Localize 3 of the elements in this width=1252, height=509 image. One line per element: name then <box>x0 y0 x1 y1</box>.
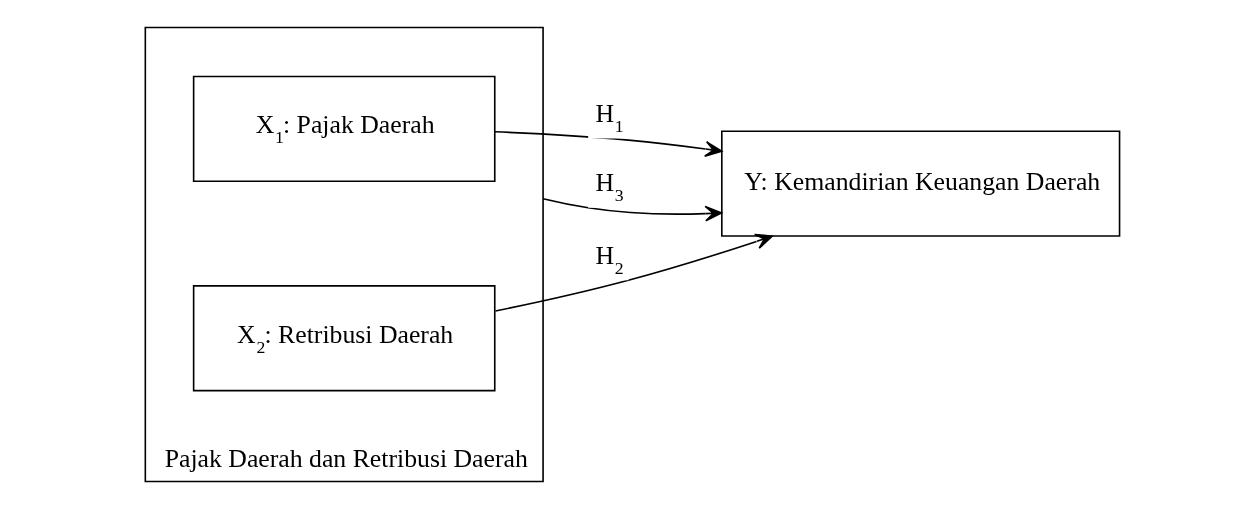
edge-label: H$_{1}$ <box>595 99 624 137</box>
edge-label: H$_{2}$ <box>595 240 624 278</box>
edge-label: H$_{3}$ <box>595 168 624 206</box>
